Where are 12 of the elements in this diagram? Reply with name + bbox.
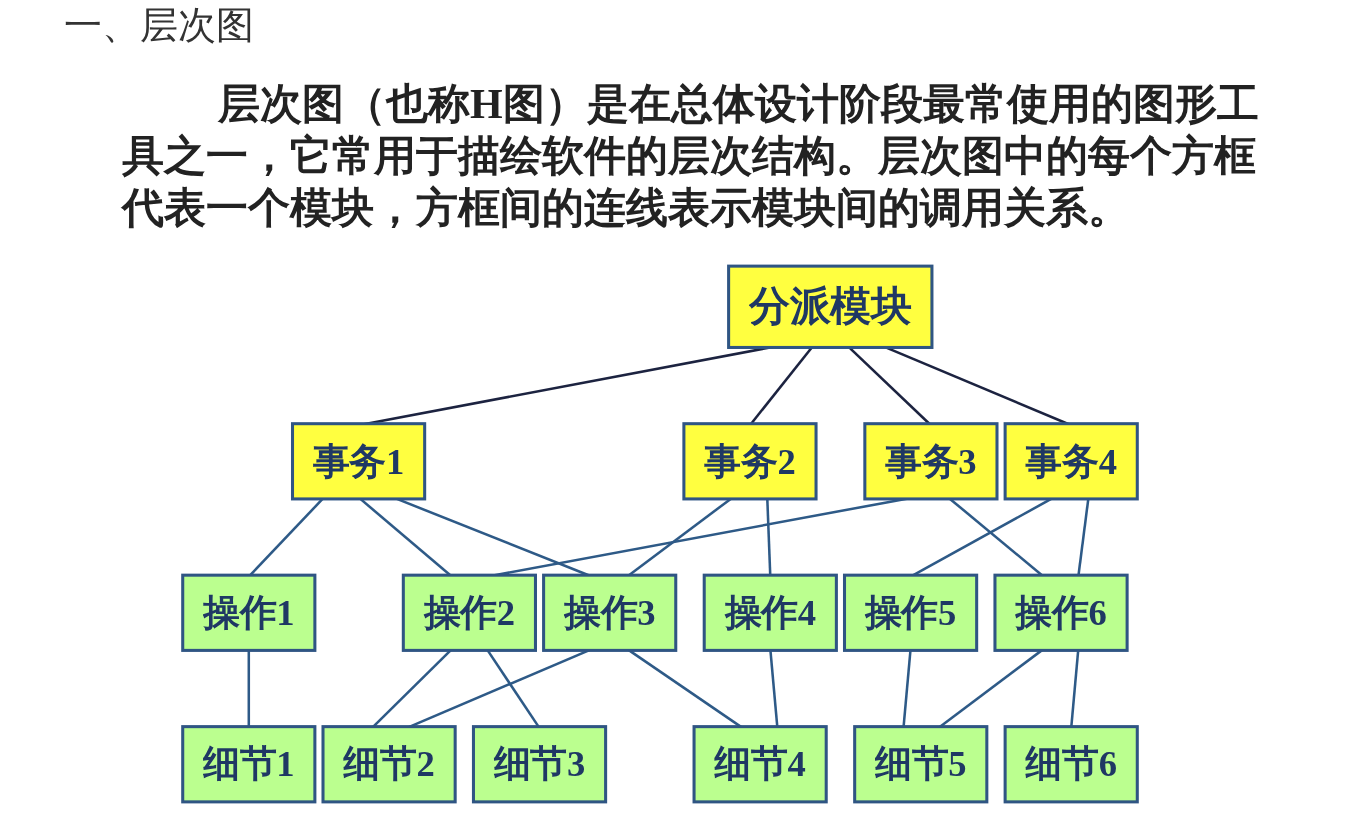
node-box: 事务4 (1003, 422, 1139, 501)
node-box: 细节6 (1003, 725, 1139, 804)
title: 一、层次图 (64, 2, 254, 49)
node-box: 细节2 (321, 725, 457, 804)
node-box: 事务2 (682, 422, 818, 501)
node-box: 事务3 (863, 422, 999, 501)
node-box: 细节3 (471, 725, 608, 804)
node-box: 细节5 (853, 725, 989, 804)
node-box: 细节4 (692, 725, 828, 804)
description-paragraph: 层次图（也称H图）是在总体设计阶段最常使用的图形工具之一，它常用于描绘软件的层次结构。层次图中的每个方框代表一个模块，方框间的连线表示模块间的调用关系。 (122, 80, 1260, 233)
node-box: 细节1 (181, 725, 317, 804)
node-box: 事务1 (291, 422, 427, 501)
